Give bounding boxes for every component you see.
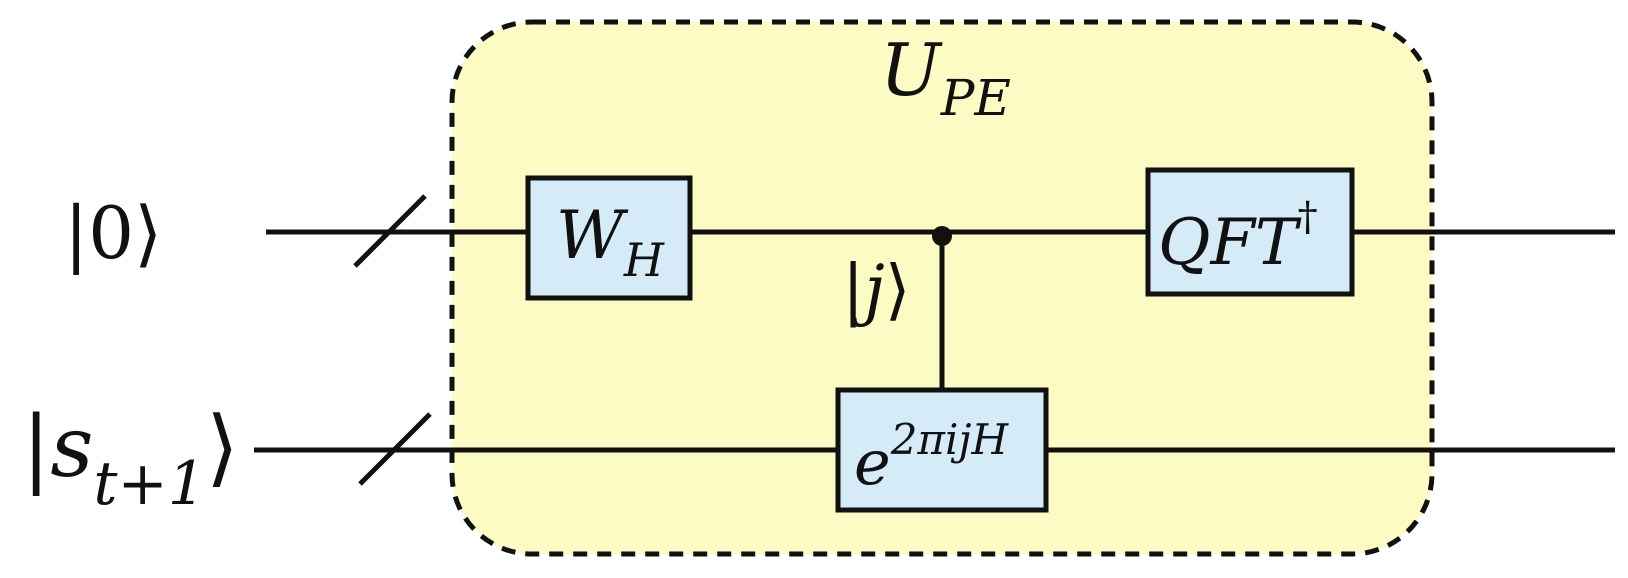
walsh-hadamard-gate: WH [525,175,693,301]
control-dot [932,226,952,246]
inverse-qft-gate: QFT† [1145,167,1355,297]
bottom-register-slash [358,412,432,486]
top-register-slash [353,194,427,268]
bottom-input-ket: |st+1⟩ [22,398,239,519]
svg-text:QFT†: QFT† [1158,194,1318,280]
svg-text:WH: WH [556,197,665,287]
control-register-label: |j⟩ [842,251,910,328]
svg-text:e2πijH: e2πijH [854,415,1009,499]
block-label: UPE [880,28,1011,127]
top-input-ket: |0⟩ [64,191,162,275]
controlled-evolution-gate: e2πijH [835,387,1049,513]
